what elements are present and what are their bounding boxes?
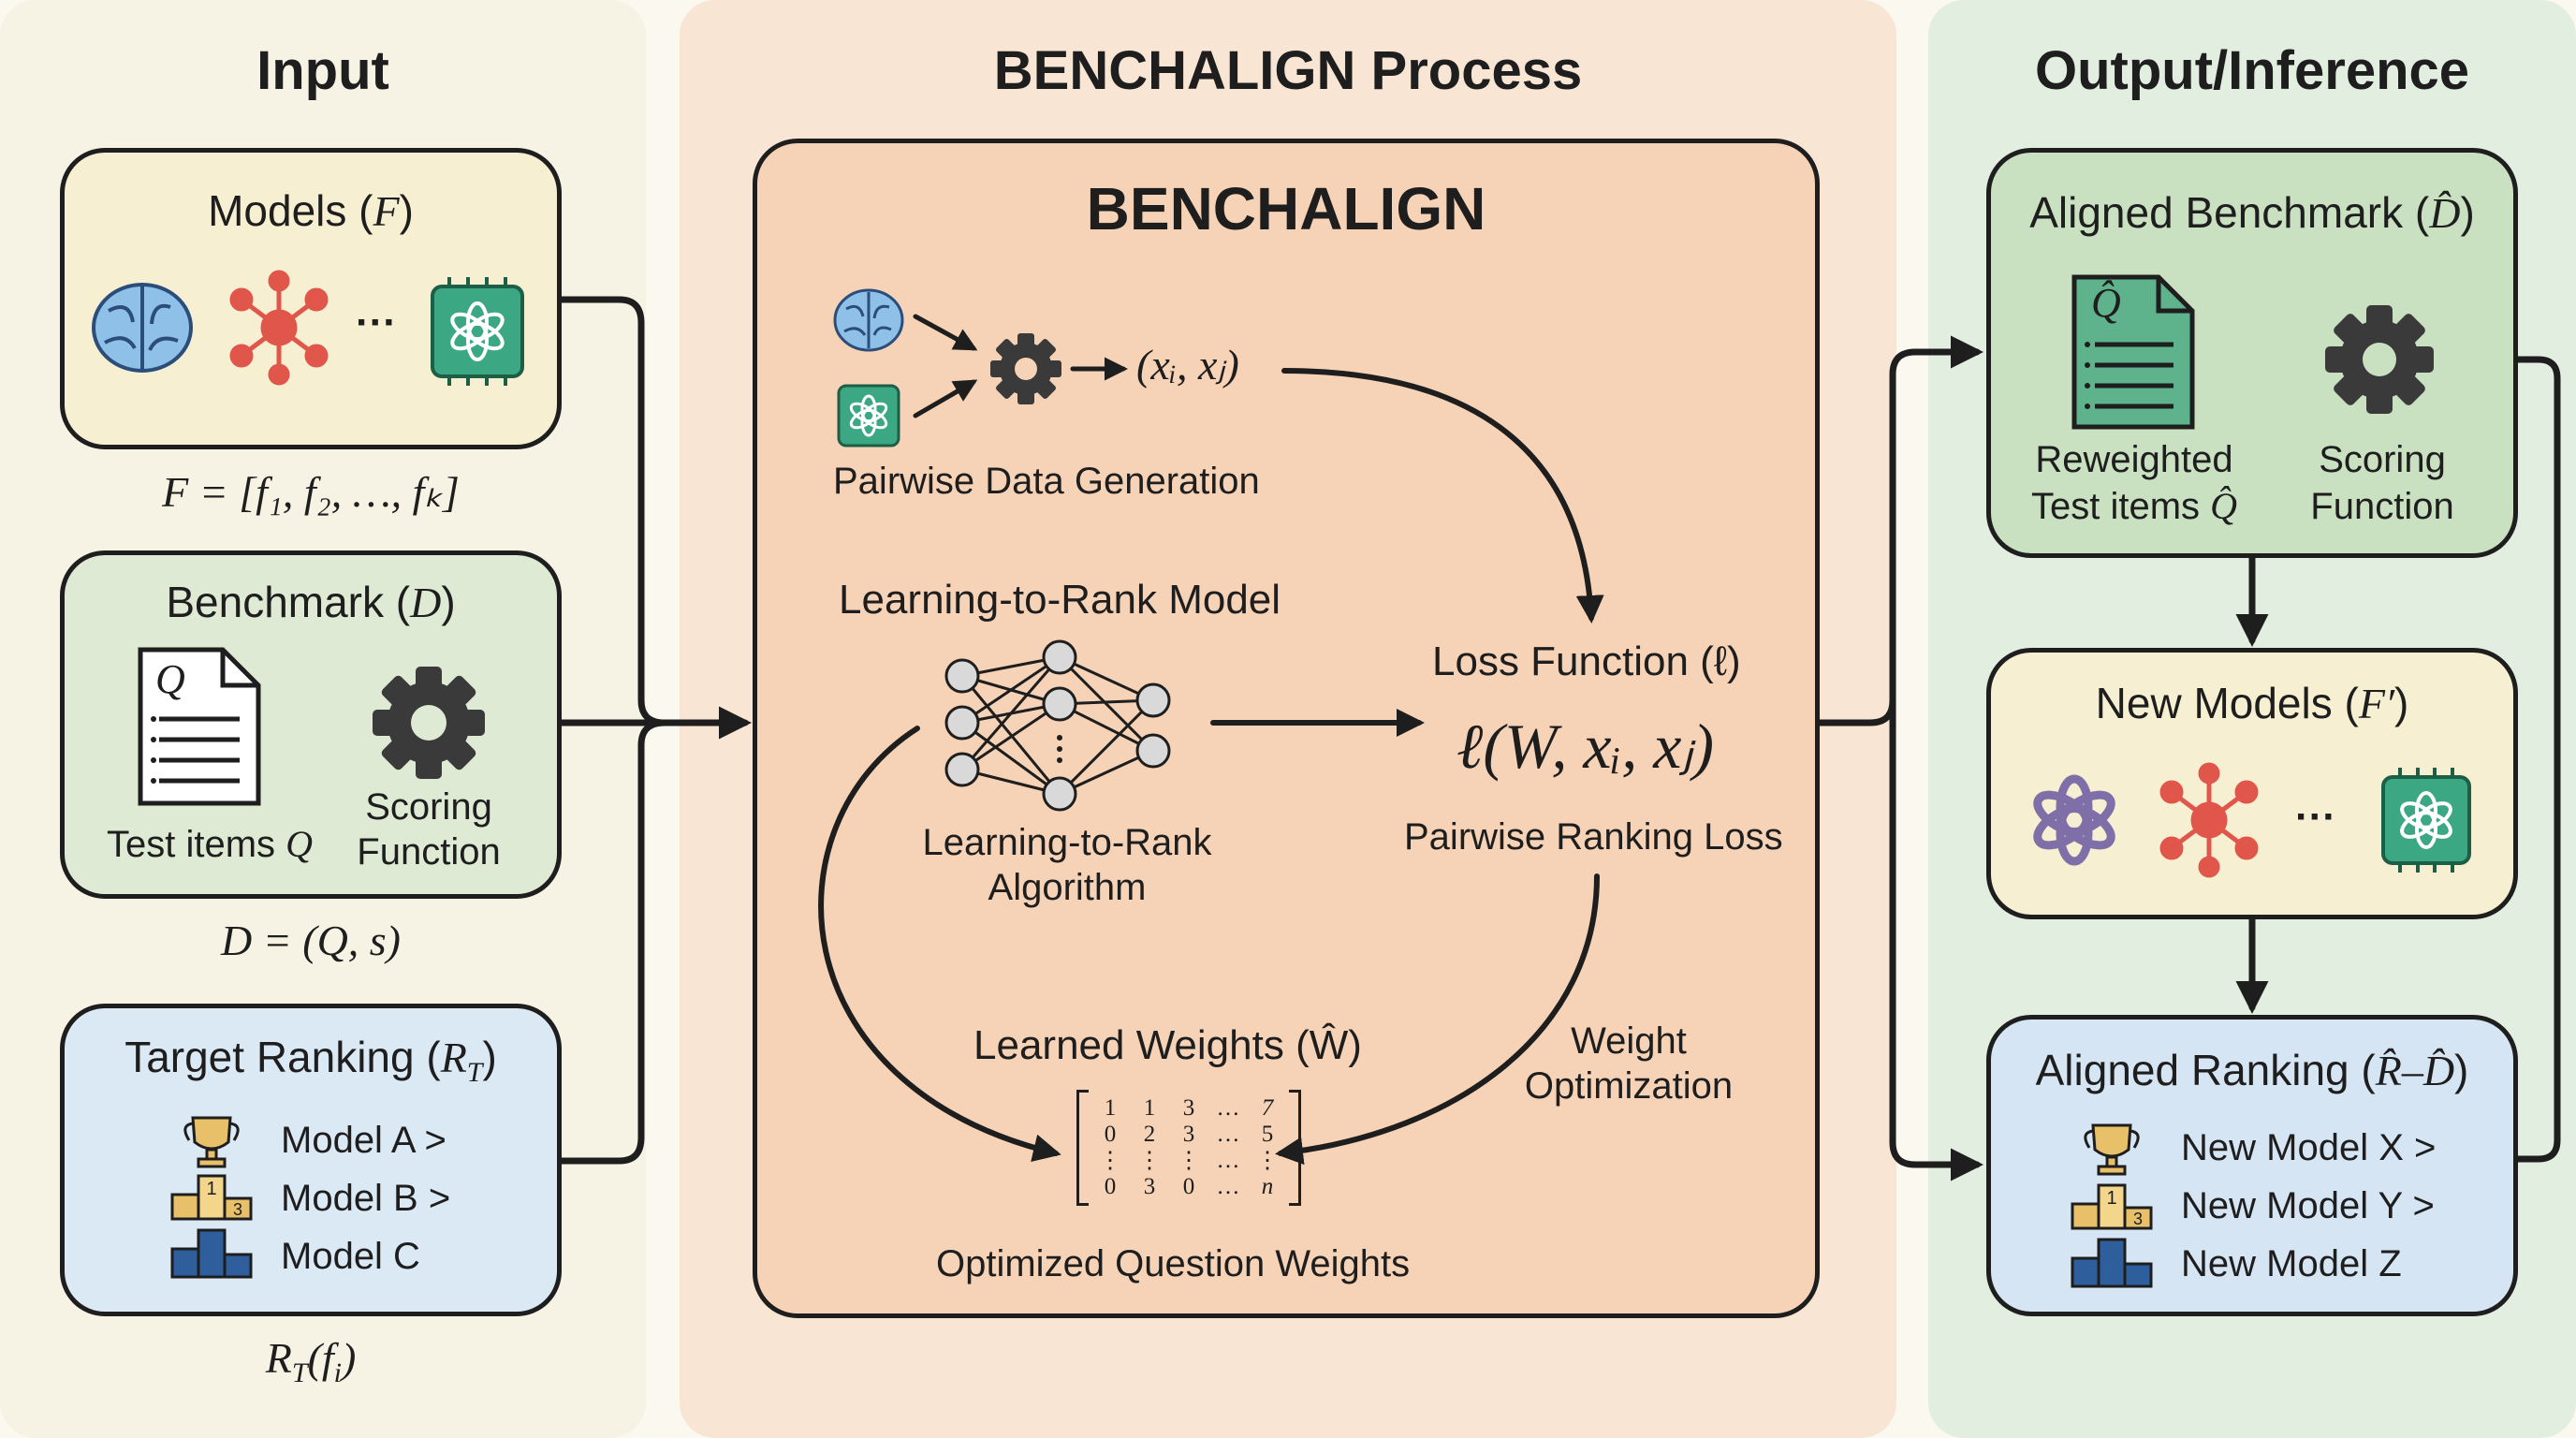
svg-text:1: 1	[2106, 1188, 2116, 1209]
models-ellipsis: ···	[356, 300, 397, 345]
matrix-row: ⋮⋮⋮…⋮	[1098, 1148, 1280, 1173]
aligned-rank-item-2: New Model Y >	[2181, 1185, 2435, 1226]
podium-icon: 1 3	[170, 1174, 253, 1221]
arrow-to-aligned-benchmark	[1889, 335, 1983, 715]
trophy-icon	[183, 1116, 240, 1168]
ltr-model-label: Learning-to-Rank Model	[839, 577, 1281, 623]
target-ranking-label: Target Ranking (RT)	[124, 1033, 497, 1089]
benchalign-box	[753, 139, 1820, 1318]
connector-models	[558, 296, 668, 726]
aligned-rank-item-1: New Model X >	[2181, 1127, 2437, 1168]
neural-network-icon	[944, 639, 1171, 812]
brain-icon	[92, 283, 193, 373]
reweighted-test-items-label: Reweighted Test items Q̂	[2030, 439, 2238, 527]
models-label: Models (F)	[208, 186, 414, 235]
rank-item-1: Model A >	[281, 1120, 446, 1161]
input-panel-title: Input	[256, 40, 389, 101]
arrow-ltr-to-weights	[818, 726, 1061, 1162]
rank-item-3: Model C	[281, 1236, 420, 1277]
loss-function-label: Loss Function (ℓ)	[1432, 638, 1741, 684]
document-icon	[138, 647, 261, 806]
connector-target	[558, 719, 668, 1165]
connector-benchalign-out	[1816, 697, 1896, 726]
trophy-icon	[2084, 1123, 2140, 1176]
target-ranking-formula: RT(fi)	[265, 1334, 357, 1389]
svg-text:1: 1	[206, 1179, 216, 1199]
pairwise-data-generation: Pairwise Data Generation	[833, 461, 1260, 502]
test-items-label: Test items Q	[107, 823, 314, 865]
feedback-right-loop	[2514, 356, 2561, 1163]
aligned-scoring-function-label: Scoring Function	[2310, 439, 2454, 527]
benchalign-title: BENCHALIGN	[1086, 175, 1486, 242]
gear-icon	[990, 333, 1061, 404]
aligned-ranking-label: Aligned Ranking (R̂–D̂)	[2035, 1046, 2469, 1094]
benchmark-formula: D = (Q, s)	[220, 917, 402, 964]
pairwise-ranking-loss: Pairwise Ranking Loss	[1404, 816, 1783, 858]
brain-icon	[833, 288, 904, 352]
aligned-doc-letter: Q̂	[2091, 280, 2121, 326]
arrow-chip-to-gear	[913, 379, 978, 418]
bar-chart-podium-icon	[170, 1228, 253, 1279]
arrow-loss-to-weights	[1275, 873, 1600, 1166]
new-models-label: New Models (F′)	[2095, 679, 2409, 727]
molecule-network-icon	[229, 270, 329, 386]
openai-chip-icon	[431, 277, 524, 386]
arrow-pair-to-loss	[1281, 368, 1604, 624]
loss-formula: ℓ(W, xᵢ, xⱼ)	[1456, 711, 1715, 782]
pair-formula: (xᵢ, xⱼ)	[1136, 341, 1239, 389]
aligned-benchmark-label: Aligned Benchmark (D̂)	[2029, 188, 2475, 237]
benchmark-doc-letter: Q	[155, 656, 185, 702]
process-panel-title: BENCHALIGN Process	[993, 40, 1583, 101]
gear-icon	[373, 667, 485, 779]
models-formula: F = [f₁, f₂, …, fₖ]	[162, 468, 460, 516]
svg-text:3: 3	[233, 1200, 242, 1219]
learned-weights-label: Learned Weights (Ŵ)	[973, 1022, 1362, 1068]
bar-chart-podium-icon	[2071, 1238, 2153, 1288]
output-panel-title: Output/Inference	[2034, 40, 2470, 101]
weight-optimization-label: Weight Optimization	[1524, 1020, 1734, 1107]
target-ranking-box	[60, 1004, 562, 1316]
ltr-algorithm-label: Learning-to-Rank Algorithm	[922, 822, 1212, 908]
gear-icon	[2325, 305, 2434, 414]
openai-chip-icon	[837, 384, 900, 448]
document-icon	[2071, 274, 2195, 430]
optimized-question-weights: Optimized Question Weights	[936, 1243, 1411, 1284]
openai-chip-icon	[2381, 768, 2471, 873]
svg-text:3: 3	[2133, 1210, 2143, 1228]
arrow-to-aligned-ranking	[1889, 708, 1983, 1181]
benchmark-label: Benchmark (D)	[166, 578, 456, 626]
scoring-function-label: Scoring Function	[357, 786, 501, 873]
podium-icon: 1 3	[2071, 1183, 2153, 1230]
molecule-network-icon	[2159, 762, 2259, 878]
aligned-rank-item-3: New Model Z	[2181, 1243, 2402, 1284]
arrow-brain-to-gear	[913, 314, 978, 351]
rank-item-2: Model B >	[281, 1178, 451, 1219]
openai-knot-icon	[2033, 774, 2115, 866]
new-models-ellipsis: ···	[2295, 794, 2336, 840]
